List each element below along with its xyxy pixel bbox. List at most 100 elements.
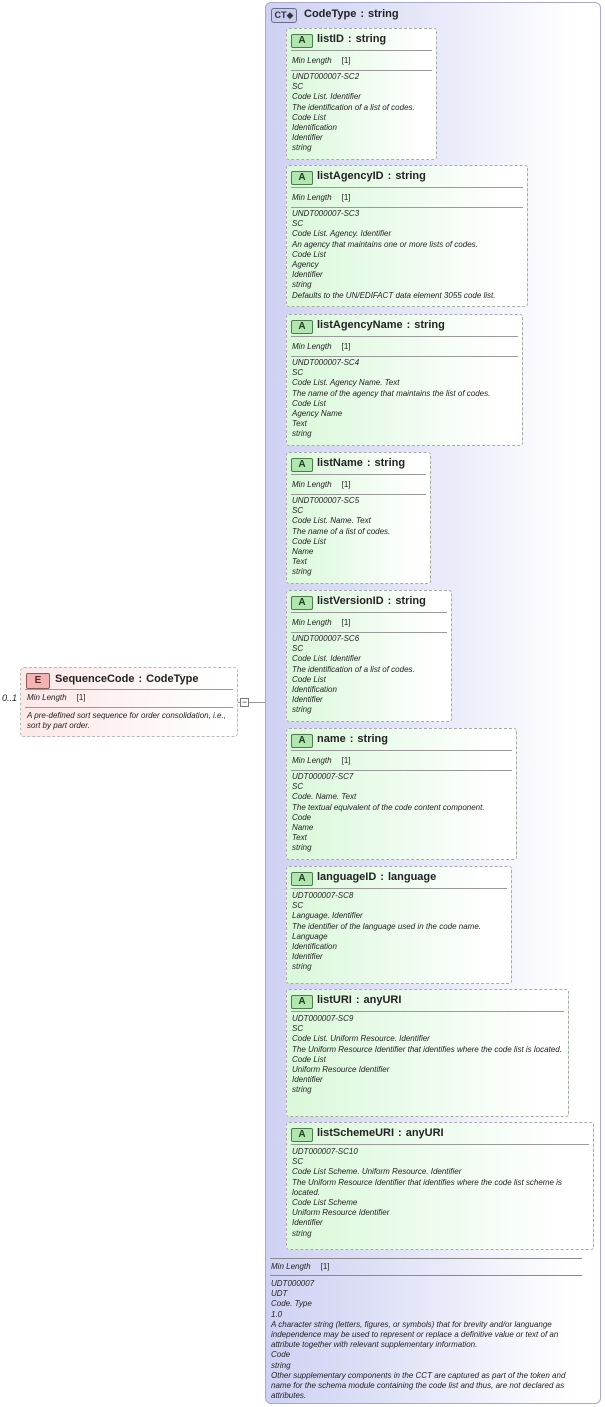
element-type: CodeType <box>146 673 199 685</box>
doc-line: Identification <box>292 685 337 695</box>
facet-min-length: Min Length [1] <box>292 342 351 351</box>
element-documentation: A pre-defined sort sequence for order co… <box>27 711 226 730</box>
doc-line: Code List Scheme. Uniform Resource. Iden… <box>292 1167 462 1177</box>
divider <box>291 888 507 889</box>
attribute-badge: A <box>291 734 313 748</box>
attribute-title: listAgencyName:string <box>317 319 445 331</box>
facet-value: [1] <box>341 342 351 351</box>
doc-line: Language <box>292 931 328 941</box>
doc-line: string <box>292 143 312 153</box>
attribute-badge: A <box>291 34 313 48</box>
facet-label: Min Length <box>27 693 67 702</box>
doc-line: UNDT000007-SC6 <box>292 634 360 643</box>
divider <box>291 612 447 613</box>
facet-label: Min Length <box>292 56 332 65</box>
facet-value: [1] <box>341 618 351 627</box>
doc-line: UNDT000007-SC2 <box>292 72 360 81</box>
facet-min-length: Min Length [1] <box>292 618 351 627</box>
attribute-sep: : <box>347 33 352 45</box>
divider <box>291 70 432 71</box>
doc-line: UDT000007-SC9 <box>292 1014 354 1023</box>
doc-line: Text <box>292 419 307 429</box>
doc-line: The Uniform Resource Identifier that ide… <box>292 1044 562 1054</box>
attribute-type: anyURI <box>363 994 402 1006</box>
doc-line: Agency Name <box>292 409 343 419</box>
facet-label: Min Length <box>292 342 332 351</box>
doc-line: Code List Scheme <box>292 1198 358 1208</box>
facet-min-length: Min Length[1] <box>292 756 351 765</box>
collapse-toggle[interactable]: − <box>240 697 249 707</box>
attribute-badge: A <box>291 1128 313 1142</box>
attribute-sep: : <box>387 170 392 182</box>
doc-line: SC <box>292 1157 304 1167</box>
divider <box>291 770 512 771</box>
element-sep: : <box>138 673 143 685</box>
doc-line: The textual equivalent of the code conte… <box>292 802 485 812</box>
attribute-title: listVersionID:string <box>317 595 426 607</box>
doc-line: SC <box>292 506 304 516</box>
doc-line: Code List <box>292 536 326 546</box>
attribute-type: string <box>355 33 387 45</box>
doc-line: Code List <box>292 1054 326 1064</box>
attribute-sep: : <box>398 1127 402 1139</box>
doc-line: UDT000007-SC7 <box>292 772 354 781</box>
attribute-title: listAgencyID:string <box>317 170 426 182</box>
element-title: SequenceCode:CodeType <box>55 673 199 685</box>
doc-line: SC <box>292 82 304 92</box>
attribute-title: listURI:anyURI <box>317 994 401 1006</box>
attribute-badge: A <box>291 171 313 185</box>
attribute-title: name:string <box>317 733 388 745</box>
doc-line: Code List. Agency. Identifier <box>292 229 392 239</box>
facet-min-length: Min Length[1] <box>292 193 351 202</box>
doc-line: The identifier of the language used in t… <box>292 921 482 931</box>
attribute-name: listVersionID <box>317 595 384 607</box>
attribute-name: listAgencyName <box>317 319 403 331</box>
doc-line: UDT000007 <box>271 1279 315 1288</box>
doc-line: Text <box>292 833 307 843</box>
element-sequencecode[interactable]: E SequenceCode:CodeType Min Length[1] A … <box>20 667 238 737</box>
divider <box>291 50 432 51</box>
doc-line: Identifier <box>292 1218 323 1228</box>
attribute-title: languageID:language <box>317 871 436 883</box>
doc-line: SC <box>292 219 304 229</box>
facet-label: Min Length <box>292 618 332 627</box>
attribute-title: listName:string <box>317 457 405 469</box>
facet-value: [1] <box>76 693 86 702</box>
attribute-sep: : <box>380 871 384 883</box>
attribute-badge: A <box>291 458 313 472</box>
divider <box>291 474 426 475</box>
doc-line: Identifier <box>292 695 323 705</box>
attribute-sep: : <box>349 733 354 745</box>
attribute-sep: : <box>355 994 360 1006</box>
attribute-badge: A <box>291 320 313 334</box>
doc-line: Code. Name. Text <box>292 792 357 802</box>
divider <box>270 1275 582 1276</box>
facet-label: Min Length <box>292 756 332 765</box>
doc-line: Code <box>292 812 312 822</box>
doc-line: Code List. Uniform Resource. Identifier <box>292 1034 430 1044</box>
attribute-name: listID <box>317 33 344 45</box>
attribute-title: listID:string <box>317 33 386 45</box>
divider <box>291 750 512 751</box>
attribute-type: string <box>374 457 406 469</box>
divider <box>291 336 518 337</box>
facet-min-length: Min Length[1] <box>292 56 351 65</box>
facet-value: [1] <box>341 480 351 489</box>
attribute-sep: : <box>406 319 411 331</box>
doc-line: string <box>292 843 312 853</box>
doc-line: Name <box>292 547 314 557</box>
doc-line: Uniform Resource Identifier <box>292 1065 390 1075</box>
